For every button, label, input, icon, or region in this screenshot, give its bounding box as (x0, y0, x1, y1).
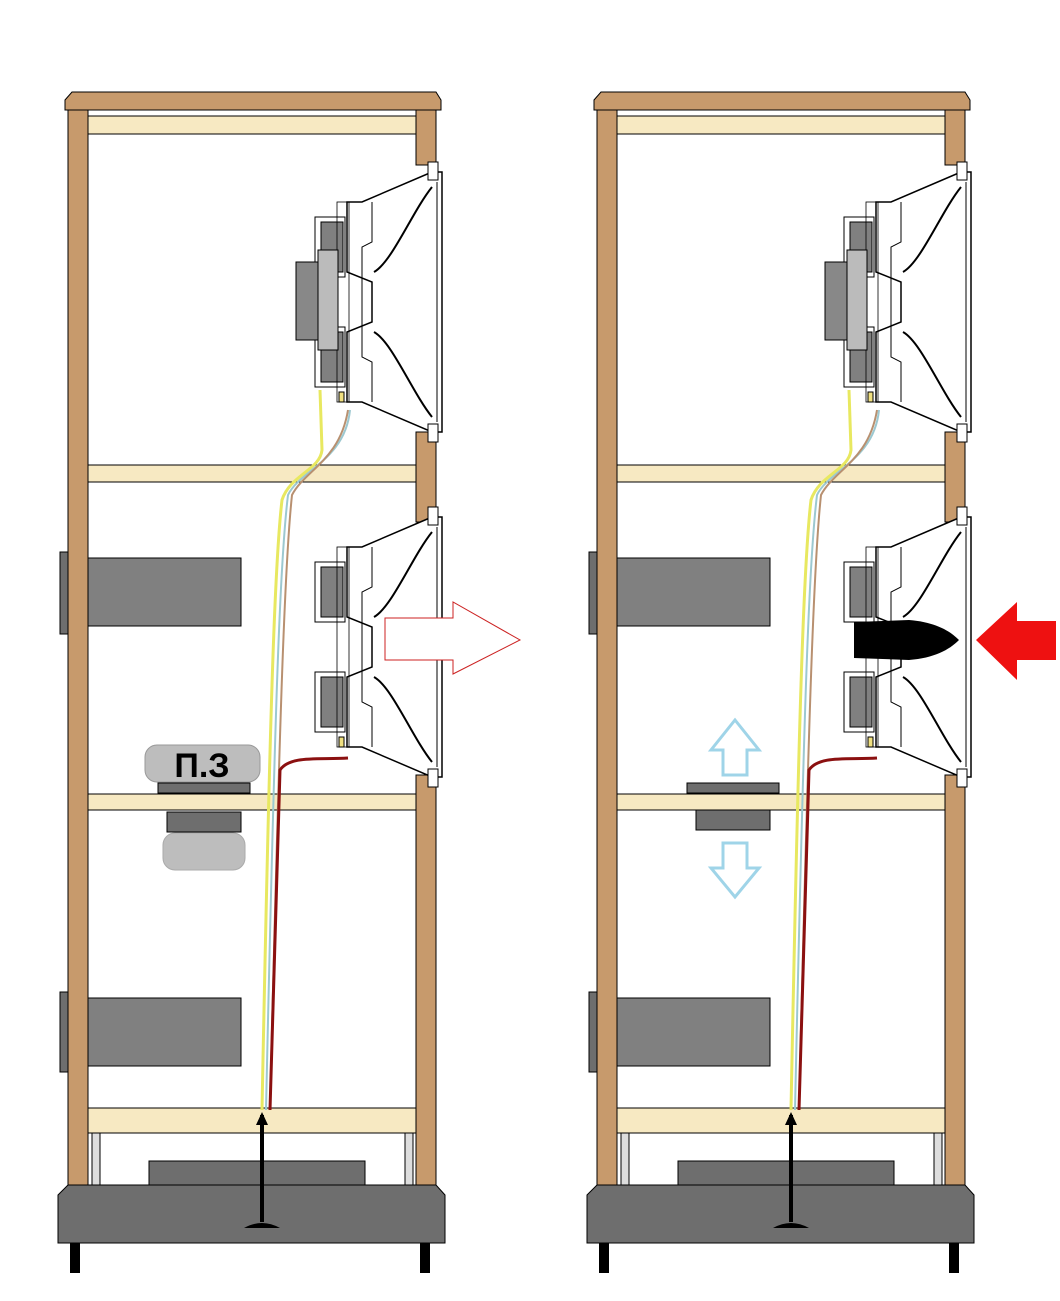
outward-arrow-icon (384, 601, 522, 675)
inward-arrow-icon (976, 602, 1056, 680)
phase-plug-icon (854, 620, 959, 660)
right-cabinet (587, 92, 1056, 1273)
port-closed (686, 782, 780, 831)
up-arrow-icon (707, 717, 763, 777)
port-label: П.З (174, 747, 229, 785)
left-cabinet: П.З (58, 92, 522, 1273)
port-plug: П.З (144, 744, 261, 871)
down-arrow-icon (707, 841, 763, 900)
